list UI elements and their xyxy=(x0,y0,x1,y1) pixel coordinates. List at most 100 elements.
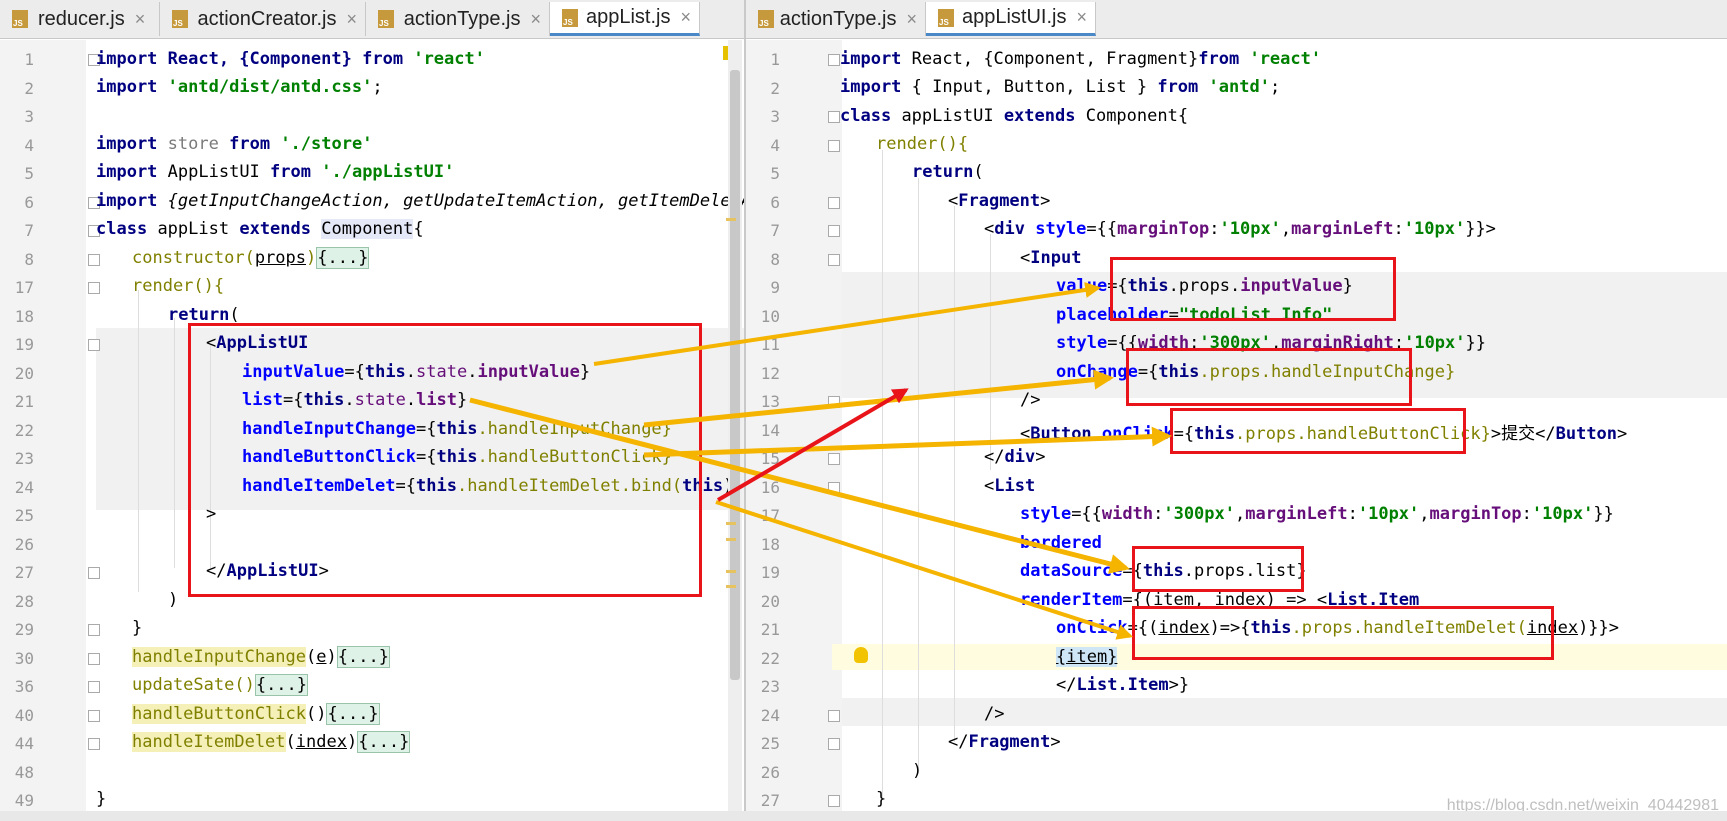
line-number: 16 xyxy=(760,478,780,497)
fold-marker[interactable] xyxy=(88,567,100,579)
line-number: 21 xyxy=(760,620,780,639)
scrollbar-thumb[interactable] xyxy=(730,70,740,680)
line-number: 4 xyxy=(770,136,780,155)
left-editor-pane: JS reducer.js × JS actionCreator.js × JS… xyxy=(0,0,744,821)
js-file-icon: JS xyxy=(562,8,578,27)
error-stripe-mark[interactable] xyxy=(726,585,736,588)
fold-marker[interactable] xyxy=(88,710,100,722)
line-number: 2 xyxy=(24,79,34,98)
fold-marker[interactable] xyxy=(88,339,100,351)
line-number: 4 xyxy=(24,136,34,155)
fold-marker[interactable] xyxy=(88,254,100,266)
fold-marker[interactable] xyxy=(828,197,840,209)
js-file-icon: JS xyxy=(758,10,774,28)
tab-label: actionCreator.js xyxy=(197,7,337,30)
line-number: 29 xyxy=(14,620,34,639)
line-number: 12 xyxy=(760,364,780,383)
line-number: 3 xyxy=(770,107,780,126)
close-icon[interactable]: × xyxy=(346,8,357,29)
line-number: 36 xyxy=(14,677,34,696)
line-number: 25 xyxy=(14,506,34,525)
line-number: 22 xyxy=(14,421,34,440)
fold-marker[interactable] xyxy=(828,140,840,152)
close-icon[interactable]: × xyxy=(530,8,541,29)
tab-applist-js[interactable]: JS appList.js × xyxy=(550,2,700,36)
line-number: 13 xyxy=(760,392,780,411)
fold-marker[interactable] xyxy=(828,795,840,807)
fold-marker[interactable] xyxy=(88,653,100,665)
fold-marker[interactable] xyxy=(88,681,100,693)
line-number: 6 xyxy=(770,193,780,212)
line-number: 1 xyxy=(24,50,34,69)
close-icon[interactable]: × xyxy=(906,8,917,29)
line-number: 19 xyxy=(760,563,780,582)
annotation-box-oninputchange xyxy=(1126,348,1412,406)
line-number: 8 xyxy=(770,250,780,269)
fold-marker[interactable] xyxy=(88,282,100,294)
fold-marker[interactable] xyxy=(828,482,840,494)
line-number: 18 xyxy=(760,535,780,554)
line-number: 27 xyxy=(760,791,780,810)
fold-marker[interactable] xyxy=(88,54,100,66)
line-number: 26 xyxy=(760,763,780,782)
tab-actioncreator-js[interactable]: JS actionCreator.js × xyxy=(160,2,366,36)
line-number: 15 xyxy=(760,449,780,468)
tab-reducer-js[interactable]: JS reducer.js × xyxy=(0,2,160,36)
line-number: 10 xyxy=(760,307,780,326)
line-number: 7 xyxy=(24,221,34,240)
line-number: 6 xyxy=(24,193,34,212)
tab-actiontype-js[interactable]: JS actionType.js × xyxy=(746,2,926,36)
fold-marker[interactable] xyxy=(828,396,840,408)
fold-marker[interactable] xyxy=(88,738,100,750)
error-stripe-mark[interactable] xyxy=(726,218,736,221)
lightbulb-icon[interactable] xyxy=(854,647,868,663)
line-number: 23 xyxy=(760,677,780,696)
tab-label: reducer.js xyxy=(38,7,125,30)
fold-marker[interactable] xyxy=(88,624,100,636)
status-strip xyxy=(0,811,1727,821)
close-icon[interactable]: × xyxy=(1076,7,1087,27)
error-stripe-mark[interactable] xyxy=(726,522,736,525)
close-icon[interactable]: × xyxy=(680,7,691,27)
fold-marker[interactable] xyxy=(828,54,840,66)
fold-marker[interactable] xyxy=(828,453,840,465)
annotation-box-inputvalue xyxy=(1110,257,1396,321)
line-number: 20 xyxy=(14,364,34,383)
line-number: 5 xyxy=(24,164,34,183)
line-number: 8 xyxy=(24,250,34,269)
line-number: 23 xyxy=(14,449,34,468)
line-number: 3 xyxy=(24,107,34,126)
left-scrollbar[interactable] xyxy=(728,40,742,821)
error-stripe-mark[interactable] xyxy=(726,570,736,573)
indent-guide xyxy=(174,318,175,568)
annotation-box-applistui-props xyxy=(188,323,702,597)
fold-marker[interactable] xyxy=(828,710,840,722)
js-file-icon: JS xyxy=(378,10,396,28)
tab-actiontype-js[interactable]: JS actionType.js × xyxy=(366,2,550,36)
annotation-box-onbuttonclick xyxy=(1170,408,1466,454)
line-number: 9 xyxy=(770,278,780,297)
left-gutter xyxy=(0,40,86,821)
fold-marker[interactable] xyxy=(828,738,840,750)
annotation-box-datasource xyxy=(1132,546,1304,592)
watermark-text: https://blog.csdn.net/weixin_40442981 xyxy=(1446,797,1719,814)
line-number: 26 xyxy=(14,535,34,554)
line-number: 27 xyxy=(14,563,34,582)
line-number: 20 xyxy=(760,592,780,611)
fold-marker[interactable] xyxy=(88,225,100,237)
fold-marker[interactable] xyxy=(828,254,840,266)
tab-label: actionType.js xyxy=(403,7,521,30)
line-number: 25 xyxy=(760,734,780,753)
line-number: 48 xyxy=(14,763,34,782)
fold-marker[interactable] xyxy=(828,111,840,123)
close-icon[interactable]: × xyxy=(134,8,146,29)
line-number: 1 xyxy=(770,50,780,69)
line-number: 28 xyxy=(14,592,34,611)
fold-marker[interactable] xyxy=(88,197,100,209)
right-editor-pane: JS actionType.js × JS appListUI.js × 1 2… xyxy=(746,0,1727,821)
fold-marker[interactable] xyxy=(828,225,840,237)
js-file-icon: JS xyxy=(938,8,954,27)
error-stripe-mark[interactable] xyxy=(726,538,736,541)
line-number: 30 xyxy=(14,649,34,668)
tab-applistui-js[interactable]: JS appListUI.js × xyxy=(926,2,1096,36)
